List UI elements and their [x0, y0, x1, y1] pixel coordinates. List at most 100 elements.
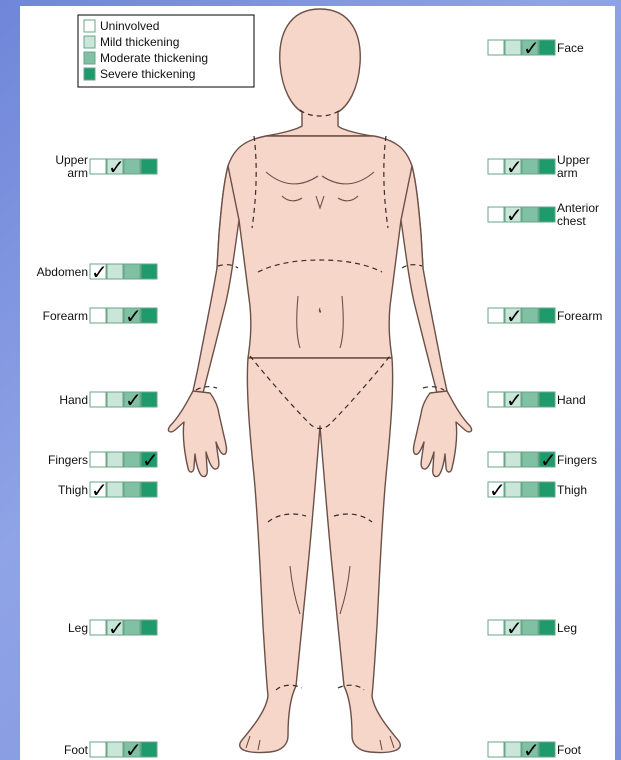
severity-boxes: ✓	[488, 203, 555, 227]
severity-boxes: ✓	[488, 155, 555, 179]
severity-box	[522, 452, 538, 467]
severity-box	[141, 159, 157, 174]
legend-swatch	[84, 36, 95, 48]
severity-boxes: ✓	[90, 155, 157, 179]
region-row-right: ✓Leg	[488, 616, 577, 640]
region-label: Fingers	[48, 453, 88, 467]
region-label: Foot	[557, 743, 582, 757]
region-row-left: Leg ✓	[68, 616, 157, 640]
severity-box	[522, 308, 538, 323]
severity-box	[505, 452, 521, 467]
severity-box	[107, 742, 123, 757]
severity-box	[90, 452, 106, 467]
region-label: Forearm	[43, 309, 88, 323]
severity-boxes: ✓	[90, 738, 157, 760]
check-mark: ✓	[489, 478, 506, 502]
severity-box	[124, 264, 140, 279]
region-label: arm	[557, 166, 578, 180]
severity-box	[505, 482, 521, 497]
severity-box	[141, 482, 157, 497]
legend-label: Severe thickening	[100, 67, 195, 81]
severity-box	[539, 40, 555, 55]
severity-box	[505, 742, 521, 757]
region-label: Fingers	[557, 453, 597, 467]
region-row-left: Fingers✓	[48, 448, 159, 472]
check-mark: ✓	[108, 616, 125, 640]
severity-box	[522, 159, 538, 174]
legend-label: Uninvolved	[100, 19, 159, 33]
region-label: Hand	[59, 393, 88, 407]
severity-boxes: ✓	[488, 478, 555, 502]
legend-swatch	[84, 20, 95, 32]
severity-box	[539, 392, 555, 407]
region-label: Thigh	[58, 483, 88, 497]
severity-box	[488, 620, 504, 635]
region-label: Abdomen	[37, 265, 88, 279]
severity-boxes: ✓	[90, 616, 157, 640]
region-label: Upper	[557, 153, 590, 167]
region-row-left: Foot✓	[64, 738, 157, 760]
figure-panel: UninvolvedMild thickeningModerate thicke…	[20, 6, 615, 760]
severity-boxes: ✓	[488, 304, 555, 328]
region-row-right: ✓Forearm	[488, 304, 602, 328]
head	[266, 9, 372, 136]
severity-box	[488, 392, 504, 407]
severity-box	[124, 159, 140, 174]
severity-boxes: ✓	[90, 448, 159, 472]
region-label: chest	[557, 214, 586, 228]
severity-box	[488, 742, 504, 757]
severity-box	[505, 40, 521, 55]
severity-box	[539, 620, 555, 635]
severity-box	[539, 207, 555, 222]
severity-box	[141, 308, 157, 323]
region-row-left: Thigh✓	[58, 478, 157, 502]
severity-box	[107, 392, 123, 407]
legs	[240, 358, 401, 753]
region-label: arm	[67, 166, 88, 180]
severity-boxes: ✓	[488, 36, 555, 60]
severity-boxes: ✓	[488, 388, 555, 412]
severity-box	[90, 159, 106, 174]
severity-box	[539, 482, 555, 497]
severity-box	[90, 308, 106, 323]
region-row-right: ✓ Hand	[488, 388, 586, 412]
severity-box	[90, 392, 106, 407]
severity-box	[90, 620, 106, 635]
severity-box	[141, 264, 157, 279]
region-row-right: ✓Foot	[488, 738, 582, 760]
region-row-right: ✓Fingers	[488, 448, 597, 472]
severity-boxes: ✓	[488, 448, 557, 472]
check-mark: ✓	[506, 304, 523, 328]
check-mark: ✓	[91, 260, 108, 284]
region-label: Leg	[68, 621, 88, 635]
region-label: Upper	[55, 153, 88, 167]
check-mark: ✓	[506, 616, 523, 640]
region-label: Foot	[64, 743, 89, 757]
severity-box	[141, 742, 157, 757]
severity-box	[124, 620, 140, 635]
legend-label: Moderate thickening	[100, 51, 208, 65]
left-arm	[193, 166, 239, 393]
severity-box	[539, 308, 555, 323]
severity-box	[488, 207, 504, 222]
severity-boxes: ✓	[488, 616, 555, 640]
check-mark: ✓	[523, 36, 540, 60]
severity-boxes: ✓	[90, 478, 157, 502]
region-row-right: ✓Upperarm	[488, 153, 590, 180]
severity-box	[522, 207, 538, 222]
severity-boxes: ✓	[90, 388, 157, 412]
severity-box	[539, 742, 555, 757]
region-label: Face	[557, 41, 584, 55]
region-row-left: Forearm✓	[43, 304, 157, 328]
check-mark: ✓	[506, 388, 523, 412]
severity-box	[488, 159, 504, 174]
region-label: Hand	[557, 393, 586, 407]
severity-boxes: ✓	[90, 260, 157, 284]
severity-boxes: ✓	[488, 738, 555, 760]
right-hand	[413, 391, 471, 477]
severity-box	[107, 264, 123, 279]
check-mark: ✓	[540, 448, 557, 472]
legend-label: Mild thickening	[100, 35, 179, 49]
severity-box	[124, 482, 140, 497]
severity-box	[124, 452, 140, 467]
